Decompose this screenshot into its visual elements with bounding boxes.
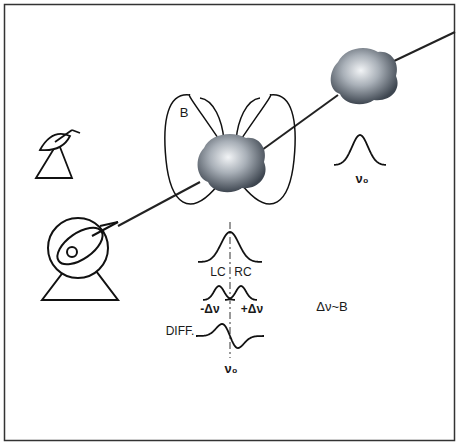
sightline xyxy=(262,95,338,150)
frequency-label: ν₀ xyxy=(224,362,237,375)
radio-telescope xyxy=(42,218,118,300)
shift-label: -Δν xyxy=(200,303,219,315)
difference-label: DIFF. xyxy=(166,325,195,337)
spectral-profile xyxy=(225,286,257,300)
field-line xyxy=(200,98,224,140)
cloud xyxy=(198,134,266,192)
polarization-label: RC xyxy=(234,266,251,278)
field-label: B xyxy=(180,106,189,119)
relation-label: Δν~B xyxy=(316,300,347,313)
frequency-label: ν₀ xyxy=(355,172,368,185)
cloud xyxy=(331,48,398,104)
shift-label: +Δν xyxy=(241,303,263,315)
polarization-label: LC xyxy=(210,266,225,278)
line-profiles xyxy=(196,135,386,348)
spectral-profile xyxy=(196,324,264,348)
sightline xyxy=(392,32,455,62)
small-telescope xyxy=(36,130,80,178)
spectral-profile xyxy=(198,232,262,262)
field-line xyxy=(236,98,260,140)
spectral-profile xyxy=(334,135,386,165)
frame xyxy=(5,5,455,441)
